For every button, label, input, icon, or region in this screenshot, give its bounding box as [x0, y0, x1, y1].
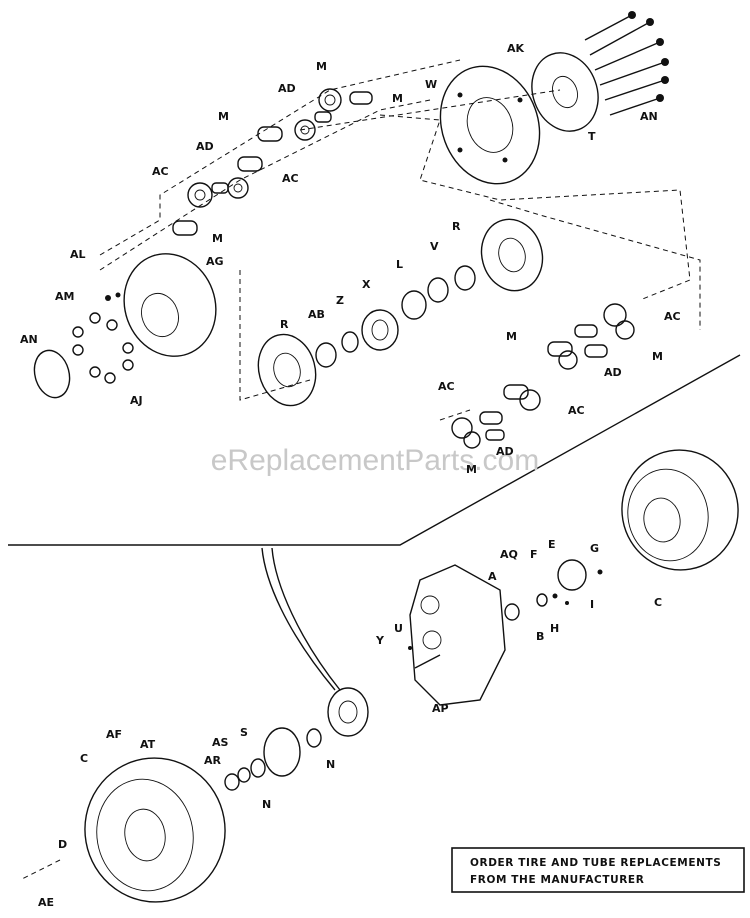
plate-w: [439, 65, 541, 185]
label-m-top1: M: [316, 60, 327, 73]
label-an-left: AN: [20, 333, 38, 346]
label-ac-mid: AC: [282, 172, 299, 185]
bearing-row: [257, 218, 544, 407]
label-n1: N: [262, 798, 271, 811]
label-i: I: [590, 598, 594, 611]
watermark: eReplacementParts.com: [211, 444, 539, 477]
label-c-right: C: [654, 596, 662, 609]
label-m-mid1: M: [218, 110, 229, 123]
label-v: V: [430, 240, 439, 253]
label-al: AL: [70, 248, 86, 261]
hub-ag: [123, 253, 217, 357]
label-ab: AB: [308, 308, 325, 321]
label-ad-mid: AD: [196, 140, 214, 153]
label-ag: AG: [206, 255, 224, 268]
tire-left: [19, 757, 226, 903]
note-box: ORDER TIRE AND TUBE REPLACEMENTS FROM TH…: [451, 847, 745, 893]
label-ad-r2: AD: [496, 445, 514, 458]
label-c-left: C: [80, 752, 88, 765]
gears-springs-right: [451, 303, 635, 449]
label-aq: AQ: [500, 548, 518, 561]
label-ar: AR: [204, 754, 222, 767]
label-an-top: AN: [640, 110, 658, 123]
label-ap: AP: [432, 702, 449, 715]
label-u: U: [394, 622, 403, 635]
nuts-aj: [72, 292, 134, 384]
callout-labels: M M AD M AD AC AC M AK W T AN AL AG AM A…: [20, 42, 681, 909]
label-f: F: [530, 548, 538, 561]
note-line2: FROM THE MANUFACTURER: [470, 874, 644, 886]
assembly-guide-lines: [99, 59, 701, 421]
label-g: G: [590, 542, 599, 555]
small-parts-row: [408, 559, 603, 650]
transaxle-ap: [409, 564, 506, 706]
label-m-r3: M: [466, 463, 477, 476]
label-e: E: [548, 538, 556, 551]
label-n2: N: [326, 758, 335, 771]
label-r-left: R: [280, 318, 289, 331]
label-ac-r2: AC: [438, 380, 455, 393]
label-z: Z: [336, 294, 344, 307]
label-a: A: [488, 570, 497, 583]
label-m-low: M: [212, 232, 223, 245]
gears-springs-top: [172, 88, 373, 236]
label-s: S: [240, 726, 248, 739]
plate-t: [531, 52, 599, 132]
label-x: X: [362, 278, 371, 291]
label-y: Y: [375, 634, 385, 647]
label-af: AF: [106, 728, 122, 741]
label-l: L: [396, 258, 403, 271]
label-at: AT: [140, 738, 156, 751]
note-line1: ORDER TIRE AND TUBE REPLACEMENTS: [470, 857, 721, 869]
label-am: AM: [55, 290, 74, 303]
label-b: B: [536, 630, 544, 643]
label-m-r1: M: [506, 330, 517, 343]
label-ak: AK: [507, 42, 525, 55]
label-t: T: [588, 130, 596, 143]
label-d: D: [58, 838, 67, 851]
label-ad-r: AD: [604, 366, 622, 379]
bolts-an: [584, 11, 669, 116]
tire-right: [621, 449, 739, 571]
label-ac-r3: AC: [568, 404, 585, 417]
label-as: AS: [212, 736, 229, 749]
label-ac-left: AC: [152, 165, 169, 178]
label-w: W: [425, 78, 437, 91]
label-ad-top: AD: [278, 82, 296, 95]
label-r-right: R: [452, 220, 461, 233]
label-h: H: [550, 622, 559, 635]
seal-an: [33, 349, 71, 399]
label-m-top2: M: [392, 92, 403, 105]
label-m-r2: M: [652, 350, 663, 363]
label-ae: AE: [38, 896, 54, 909]
hub-assembly-left: [224, 687, 369, 791]
section-divider: [8, 354, 741, 691]
label-aj: AJ: [130, 394, 143, 407]
label-ac-r1: AC: [664, 310, 681, 323]
